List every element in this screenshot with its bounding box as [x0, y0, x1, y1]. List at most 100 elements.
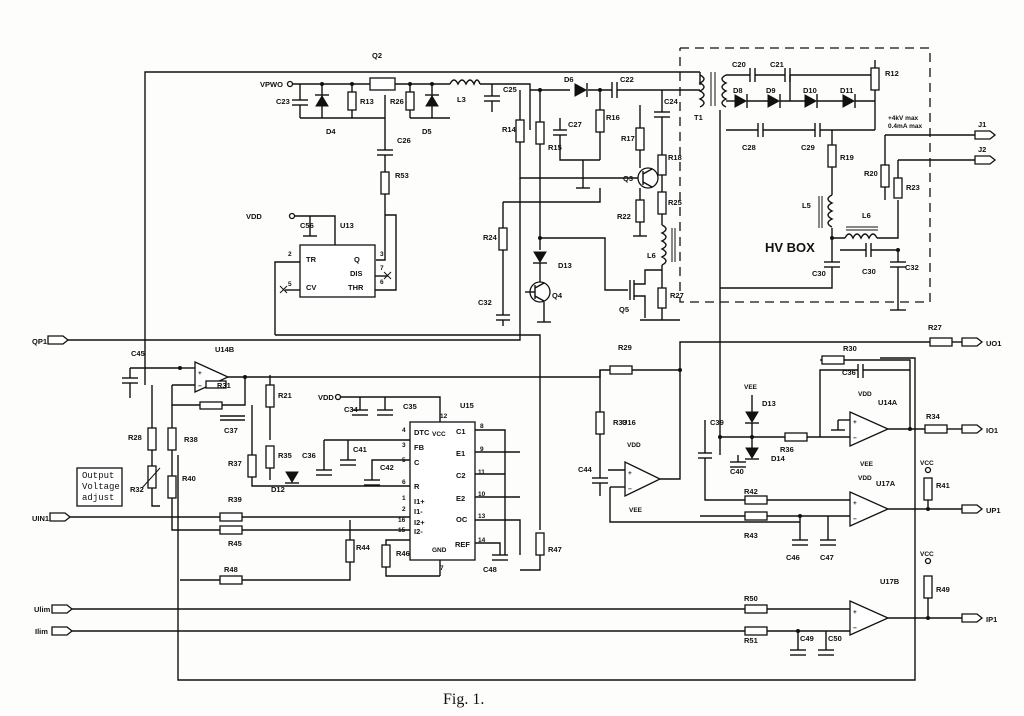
u15-num-13: 13 [478, 513, 486, 520]
vee-label-u16: VEE [629, 507, 643, 514]
r13-label: R13 [360, 97, 374, 106]
r30-label: R29 [618, 343, 632, 352]
t1-label: T1 [694, 113, 703, 122]
c48-label: C48 [483, 565, 497, 574]
q4-label: Q4 [552, 291, 563, 300]
u15-num-2: 2 [402, 506, 406, 513]
u13-pinnum-2: 2 [288, 251, 292, 258]
u15-pin-i2m: I2- [414, 527, 423, 536]
r16-label: R16 [606, 113, 620, 122]
u15-num-6: 6 [402, 479, 406, 486]
input-power-stage: VPWO Q2 C23 D4 R13 R26 D5 L3 C25 C26 [260, 51, 531, 261]
r41-label: R40 [182, 474, 196, 483]
up1-port [961, 504, 984, 514]
adjust-note-line3: adjust [82, 493, 114, 503]
u15-pin-r: R [414, 482, 420, 491]
c33-label: C32 [478, 298, 492, 307]
c36-label: C36 [302, 451, 316, 460]
r27-label: R27 [670, 291, 684, 300]
j2-label: J2 [978, 145, 986, 154]
u13-pin-cv: CV [306, 283, 316, 292]
uo1-label: UO1 [986, 339, 1001, 348]
ilim-label: Ilim [35, 627, 48, 636]
c26-label: C26 [397, 136, 411, 145]
vdd-label-u17a: VDD [858, 475, 872, 482]
c25-label: C24 [664, 97, 679, 106]
c23-label: C23 [276, 97, 290, 106]
u14a-label: U14A [878, 398, 898, 407]
c34-label: C34 [344, 405, 359, 414]
u15-pin-i1m: I1- [414, 507, 423, 516]
vdd-label-u15: VDD [318, 393, 334, 402]
r46-label: R45 [228, 539, 242, 548]
c32-label: C32 [905, 263, 919, 272]
u13-pinnum-5: 5 [288, 281, 292, 288]
r33-label: R32 [130, 485, 144, 494]
u13-pin-dis: DIS [350, 269, 363, 278]
ilim-port [51, 626, 74, 636]
q2-label: Q2 [372, 51, 382, 60]
u15-pin-ref: REF [455, 540, 470, 549]
r26-label: R26 [390, 97, 404, 106]
hv-rating-line2: 0.4mA max [888, 123, 922, 130]
c49-label: C49 [800, 634, 814, 643]
c40-label: C40 [730, 467, 744, 476]
r36-label: R35 [278, 451, 292, 460]
c46-label: C46 [786, 553, 800, 562]
r17-label: R17 [621, 134, 635, 143]
u15-num-9: 9 [480, 446, 484, 453]
r38-label: R37 [228, 459, 242, 468]
r28-label: R27 [928, 323, 942, 332]
r49-label: R48 [224, 565, 238, 574]
c22-label: C22 [620, 75, 634, 84]
u15-num-16: 16 [398, 517, 406, 524]
r15-label: R15 [548, 143, 562, 152]
u15-pin-i2p: I2+ [414, 518, 425, 527]
c45-label: C45 [131, 349, 145, 358]
r32-label: R31 [217, 381, 231, 390]
io1-label: IO1 [986, 426, 998, 435]
left-input-section: QP1 C45 +− U14B R31 C37 R28 R38 R32 R40 … [32, 178, 610, 585]
c20-label: C20 [732, 60, 746, 69]
l6-label: L6 [862, 211, 871, 220]
driver-stage: D6 C22 R14 R15 C27 R16 C24 R17 Q3 R18 R2… [478, 75, 700, 326]
u15-num-8: 8 [480, 423, 484, 430]
ip1-label: IP1 [986, 615, 997, 624]
u16-monitor: R29 R27 UO1 R33 C44 +− U16 VDD VEE [578, 323, 1001, 523]
junction-dots [178, 82, 930, 633]
hv-box-label: HV BOX [765, 240, 815, 255]
u15-num-10: 10 [478, 491, 486, 498]
u17b-limit-amp: Ulim R50 Ilim R51 C49 C50 +− U17B IP1 VC… [34, 551, 997, 656]
r12-label: R12 [885, 69, 899, 78]
d13-label: D13 [762, 399, 776, 408]
d14-label: D14 [771, 454, 786, 463]
svg-text:−: − [628, 486, 632, 493]
u17a-label: U17A [876, 479, 896, 488]
ulim-label: Ulim [34, 605, 51, 614]
r14-label: R14 [502, 125, 517, 134]
l4-label: L6 [647, 251, 656, 260]
u17a-voltage-amp: R42 R43 C46 C47 +− U17A VDD UP1 VCC R41 [700, 458, 1001, 562]
uin1-label: UIN1 [32, 514, 49, 523]
svg-text:+: + [628, 470, 632, 477]
u15-num-11: 11 [478, 469, 485, 476]
io1-port [961, 424, 984, 434]
r42-label: R41 [936, 481, 950, 490]
c56-label: C56 [300, 221, 314, 230]
r43-label: R42 [744, 487, 758, 496]
d4-label: D4 [326, 127, 336, 136]
r40-label: R39 [228, 495, 242, 504]
u15-num-15: 15 [398, 527, 406, 534]
vee-label-u14a: VEE [860, 461, 874, 468]
u15-vcc: VCC [432, 431, 446, 438]
u13-pin-tr: TR [306, 255, 317, 264]
c29-label: C29 [801, 143, 815, 152]
r47-label: R46 [396, 549, 410, 558]
u15-vcc-num: 12 [440, 413, 448, 420]
d5-label: D5 [422, 127, 432, 136]
r31-label: R30 [843, 344, 857, 353]
qp1-label: QP1 [32, 337, 47, 346]
svg-text:+: + [853, 419, 857, 426]
